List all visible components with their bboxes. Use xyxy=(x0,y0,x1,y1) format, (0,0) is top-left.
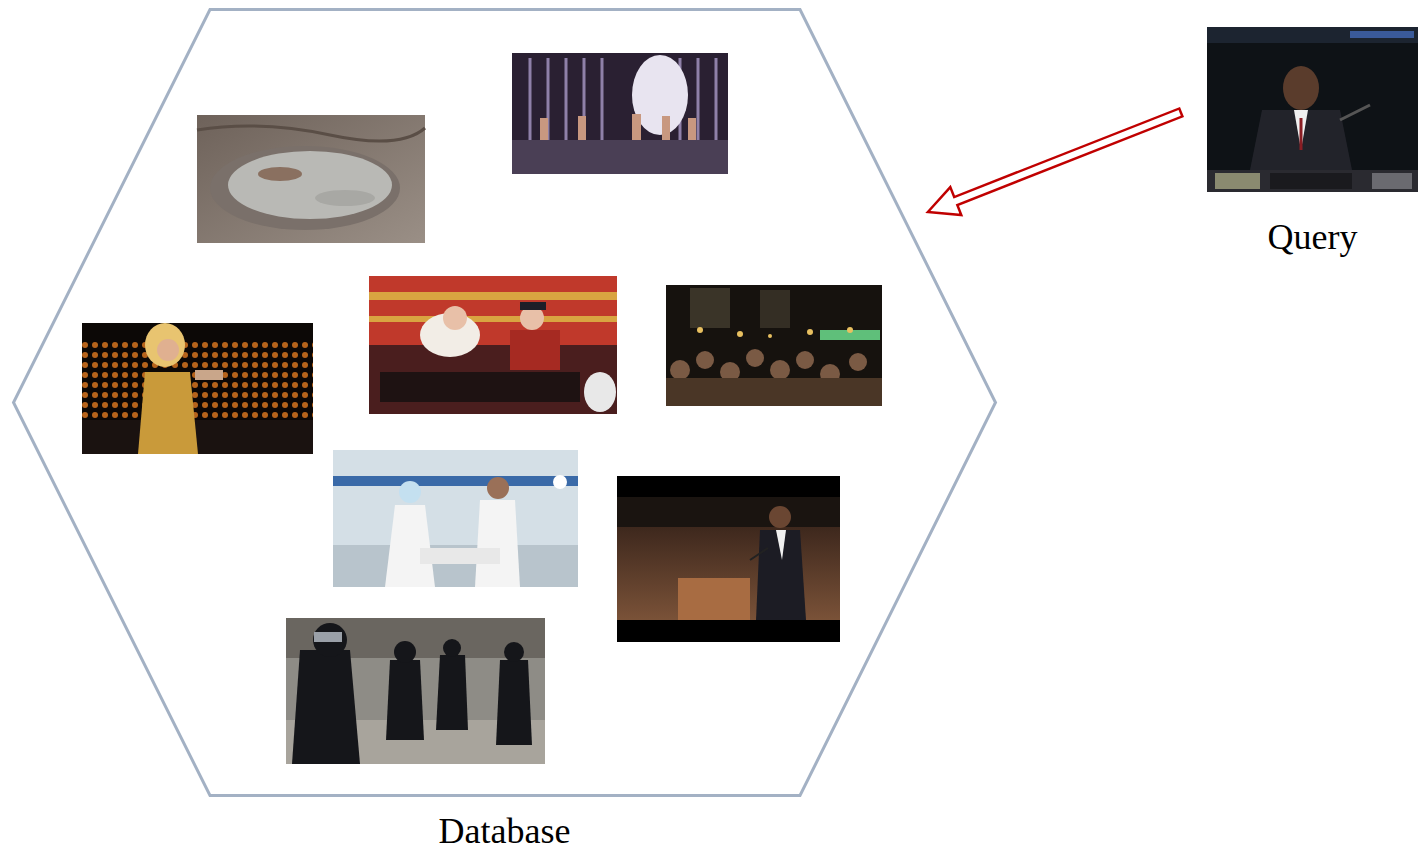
database-photo xyxy=(82,323,313,454)
hexagon-outline xyxy=(12,8,997,797)
hexagon-border xyxy=(14,10,996,796)
query-image: Query xyxy=(1207,27,1418,262)
database-photo xyxy=(617,476,840,642)
database-photo xyxy=(197,115,425,243)
database-photo xyxy=(369,276,617,414)
arrow-hollow xyxy=(953,113,1180,202)
database-hexagon: Database xyxy=(12,8,997,856)
database-photo xyxy=(666,285,882,406)
node-label: Query xyxy=(1207,218,1418,258)
query-photo xyxy=(1207,27,1418,192)
query-arrow xyxy=(928,112,1182,215)
database-photo xyxy=(286,618,545,764)
node-label: Database xyxy=(12,812,997,852)
database-photo xyxy=(512,53,728,174)
database-photo xyxy=(333,450,578,587)
